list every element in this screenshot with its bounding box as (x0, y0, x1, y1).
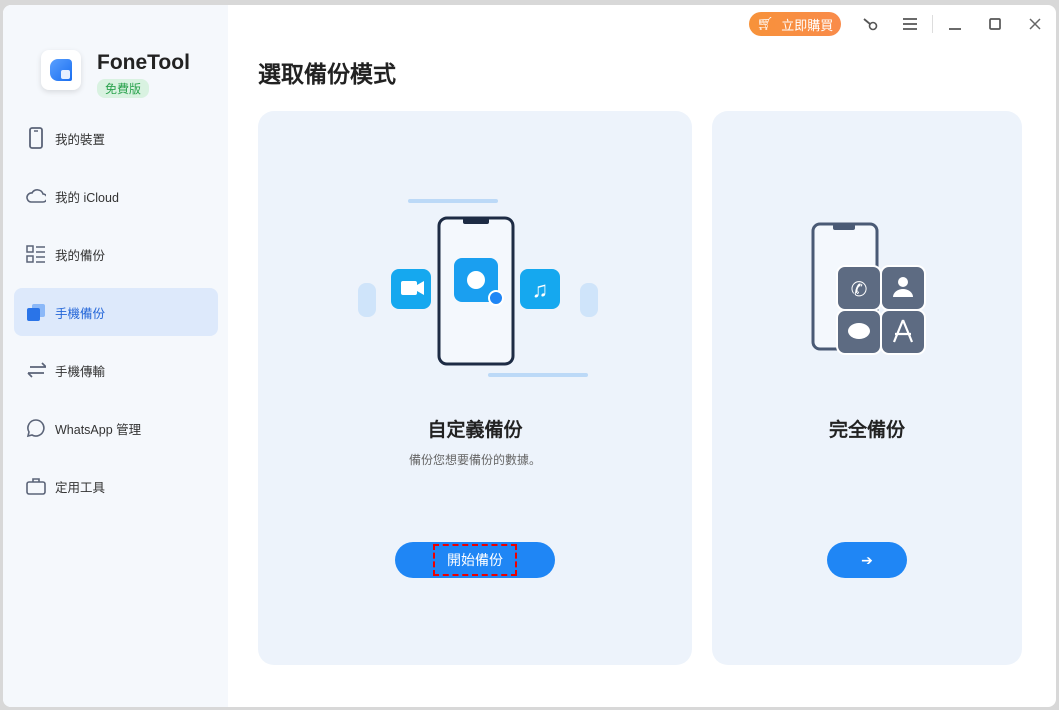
toolbox-icon (26, 476, 46, 496)
sidebar-item-label: 手機備份 (55, 306, 106, 321)
app-name: FoneTool (97, 51, 190, 74)
list-icon (26, 244, 46, 264)
minimize-button[interactable] (944, 12, 966, 36)
backup-icon (26, 302, 46, 322)
buy-now-button[interactable]: 🛒︎ 立即購買 (749, 12, 841, 36)
sidebar-item-phone-backup[interactable]: 手機備份 (14, 288, 218, 336)
sidebar-item-label: 我的 iCloud (55, 190, 119, 205)
sidebar-item-tools[interactable]: 定用工具 (14, 462, 218, 510)
sidebar: FoneTool 免費版 我的裝置 我的 iCloud 我的備份 手機備份 手機… (3, 5, 228, 707)
fonetool-logo (41, 50, 81, 90)
sidebar-item-label: 我的裝置 (55, 132, 106, 147)
custom-backup-illustration: ♫ (358, 199, 598, 377)
edition-badge: 免費版 (97, 79, 150, 98)
key-button[interactable] (859, 12, 881, 36)
close-icon (1029, 18, 1041, 30)
card-subtitle: 備份您想要備份的數據。 (408, 453, 541, 467)
maximize-icon (989, 18, 1001, 30)
svg-text:✆: ✆ (851, 279, 868, 301)
full-backup-card[interactable]: ✆ 完全備份 ➔ (712, 111, 1022, 665)
sidebar-item-icloud[interactable]: 我的 iCloud (14, 172, 218, 220)
buy-label: 立即購買 (781, 17, 834, 33)
transfer-icon (26, 360, 46, 380)
sidebar-item-my-device[interactable]: 我的裝置 (14, 114, 218, 162)
start-backup-button[interactable]: 開始備份 (395, 542, 555, 578)
sidebar-item-label: 定用工具 (55, 480, 106, 495)
card-title: 自定義備份 (427, 420, 523, 441)
menu-button[interactable] (899, 12, 921, 36)
key-icon (863, 18, 878, 31)
button-label: 開始備份 (433, 544, 517, 576)
close-button[interactable] (1024, 12, 1046, 36)
hamburger-icon (903, 18, 917, 30)
svg-text:♫: ♫ (532, 277, 549, 302)
page-title: 選取備份模式 (258, 61, 396, 87)
arrow-right-icon: ➔ (861, 551, 873, 568)
card-title: 完全備份 (828, 420, 905, 441)
sidebar-item-label: WhatsApp 管理 (55, 422, 142, 437)
minimize-icon (949, 28, 961, 30)
sidebar-item-whatsapp[interactable]: WhatsApp 管理 (14, 404, 218, 452)
custom-backup-card[interactable]: ♫ 自定義備份 備份您想要備份的數據。 開始備份 (258, 111, 692, 665)
cart-icon: 🛒︎ (756, 16, 774, 31)
chat-bubble-icon (26, 418, 46, 438)
sidebar-item-phone-transfer[interactable]: 手機傳輸 (14, 346, 218, 394)
phone-icon (26, 127, 46, 149)
sidebar-item-my-backup[interactable]: 我的備份 (14, 230, 218, 278)
sidebar-item-label: 手機傳輸 (55, 364, 106, 379)
divider (932, 15, 933, 33)
full-backup-next-button[interactable]: ➔ (827, 542, 907, 578)
app-window: FoneTool 免費版 我的裝置 我的 iCloud 我的備份 手機備份 手機… (3, 5, 1056, 707)
full-backup-illustration: ✆ (811, 222, 926, 355)
cloud-icon (26, 186, 46, 206)
maximize-button[interactable] (984, 12, 1006, 36)
sidebar-item-label: 我的備份 (55, 248, 106, 263)
